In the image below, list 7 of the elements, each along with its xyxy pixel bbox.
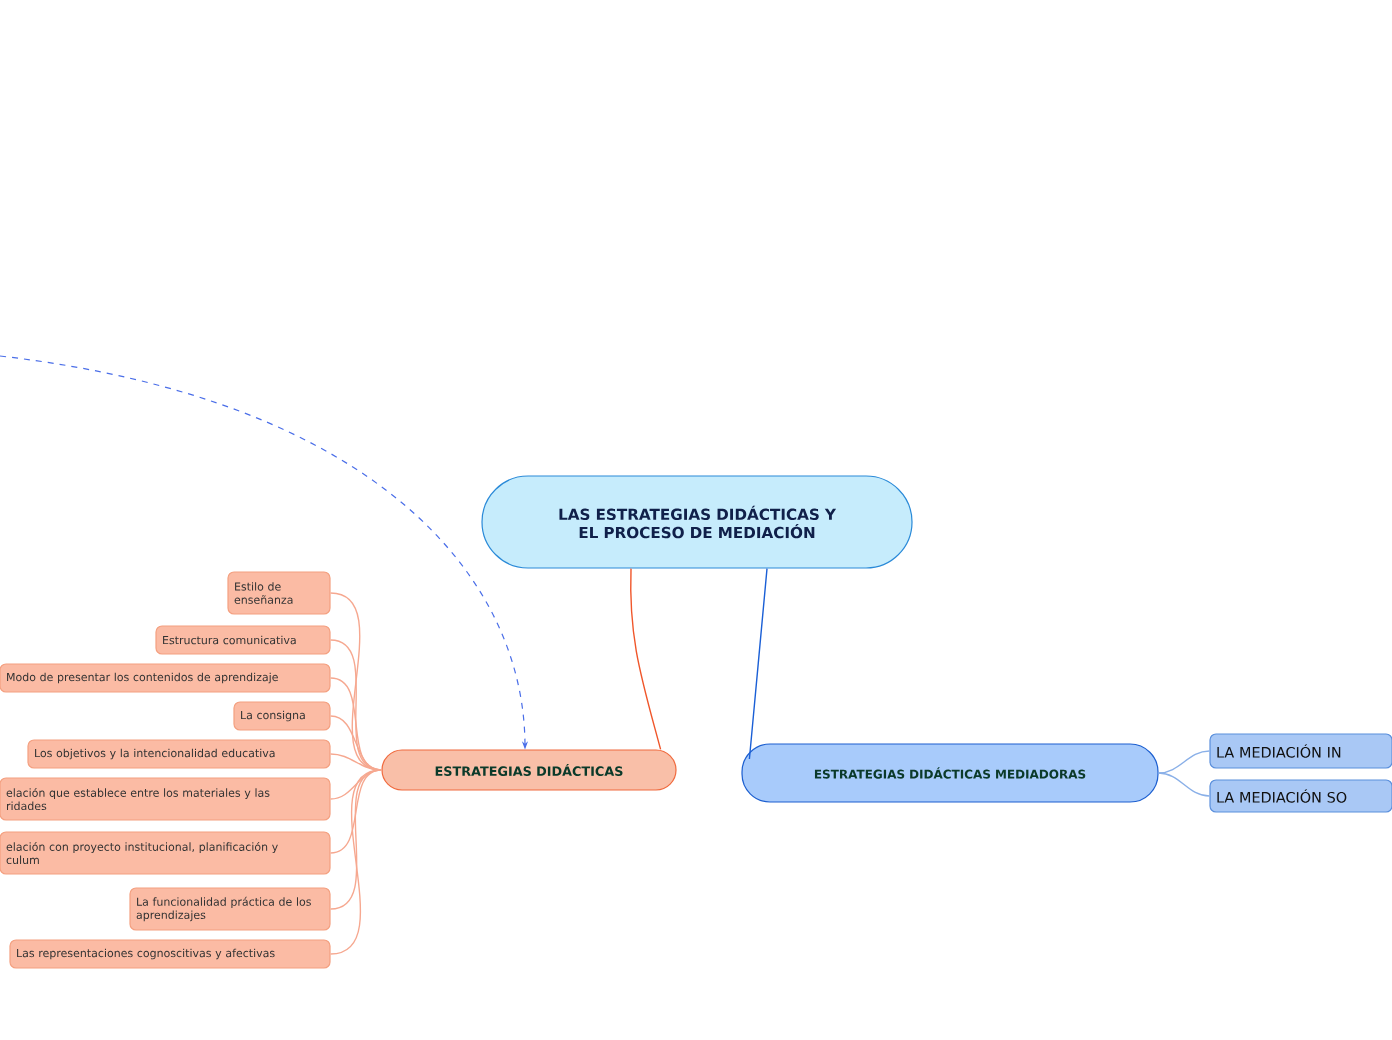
connector [1157,750,1211,774]
connector [329,753,383,771]
connector [329,769,383,955]
connector [630,567,662,751]
connector [1157,772,1211,797]
connector [329,769,383,854]
connector [748,567,768,760]
